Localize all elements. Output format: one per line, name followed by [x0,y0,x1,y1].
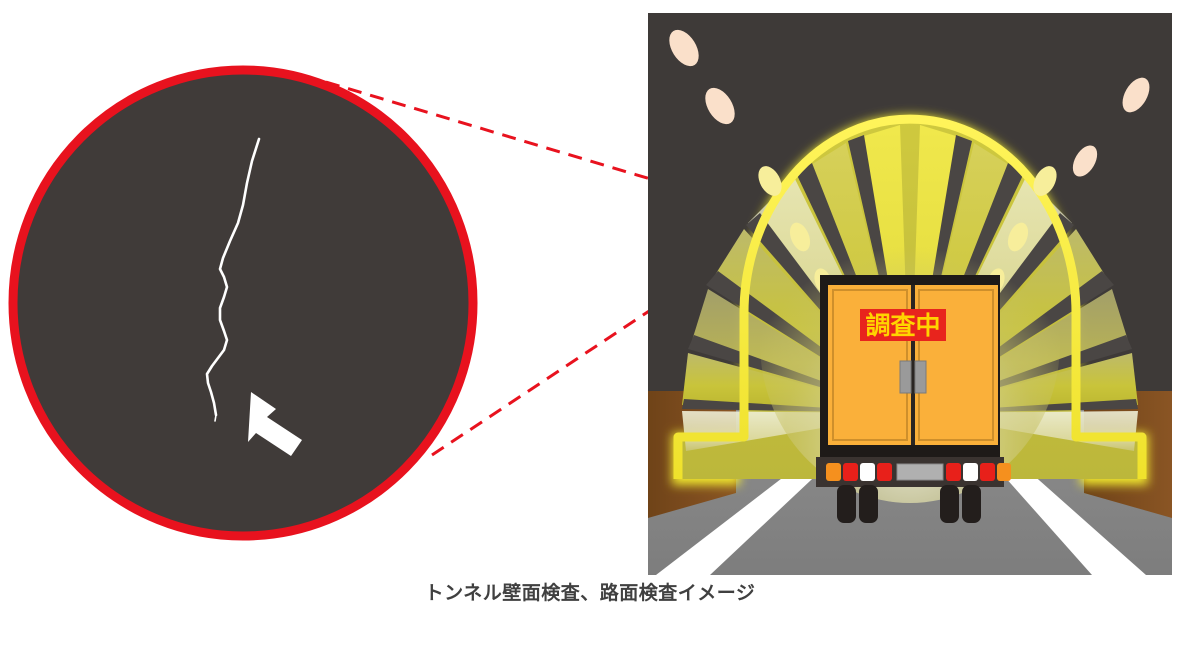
crack-pointer-arrow [248,392,302,456]
truck-wheels [837,485,981,523]
tunnel-arch-rim [673,114,1147,479]
inspection-truck: 調査中 [816,275,1011,523]
ceiling-lamps [669,29,1150,177]
investigation-sign-text: 調査中 [865,311,940,340]
investigation-sign-background [860,309,946,341]
road-line-left [656,449,844,575]
tunnel-scene: 調査中 [648,13,1172,575]
road-line-right [980,449,1146,575]
truck-handle-left [899,360,912,394]
taillight-cluster-left [826,463,892,481]
crack-closeup-magnifier [8,65,478,542]
figure-caption: トンネル壁面検査、路面検査イメージ [424,583,756,604]
crack-path [205,137,261,417]
licence-plate [896,463,944,481]
truck-door-seam [911,285,915,445]
taillight-cluster-right [946,463,1011,481]
crack-path-thin-tail [214,414,217,422]
truck-handle-right [914,360,927,394]
